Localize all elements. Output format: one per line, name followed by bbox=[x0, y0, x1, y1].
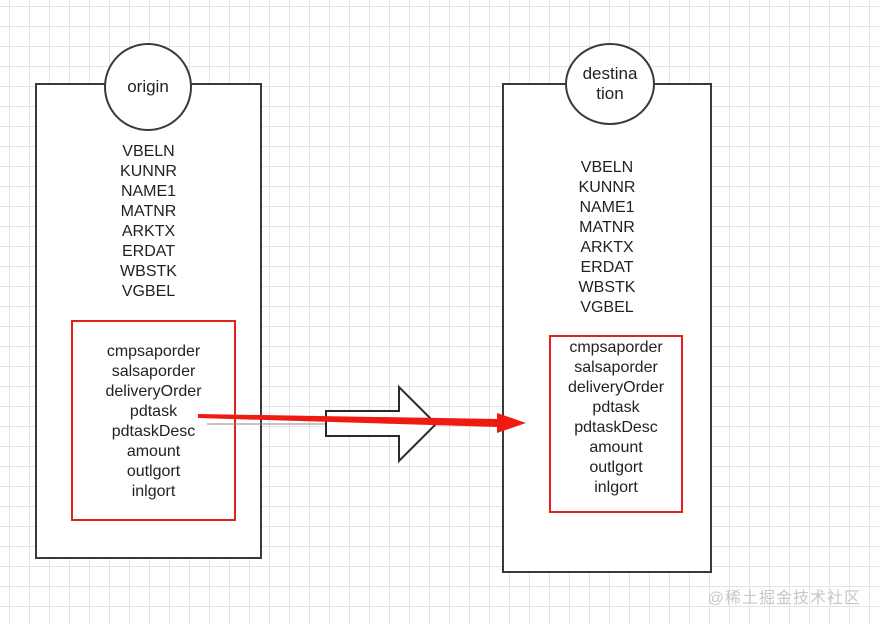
destination-field: WBSTK bbox=[578, 279, 636, 296]
destination-field: KUNNR bbox=[578, 179, 636, 196]
destination-field: ARKTX bbox=[580, 239, 634, 256]
outline-block-arrow bbox=[325, 384, 438, 464]
origin-custom-field: pdtask bbox=[129, 403, 178, 420]
destination-field: VBELN bbox=[580, 159, 634, 176]
destination-label: destina tion bbox=[583, 64, 638, 104]
watermark: @稀土掘金技术社区 bbox=[707, 590, 861, 607]
origin-custom-fields-highlight bbox=[71, 320, 236, 521]
origin-custom-field-list: cmpsaporder salsaporder deliveryOrder pd… bbox=[71, 342, 236, 502]
destination-custom-field: outlgort bbox=[589, 459, 643, 476]
destination-label-line2: tion bbox=[596, 84, 624, 103]
destination-custom-field: amount bbox=[589, 439, 643, 456]
destination-custom-field-list: cmpsaporder salsaporder deliveryOrder pd… bbox=[544, 338, 688, 498]
destination-field: VGBEL bbox=[580, 299, 634, 316]
origin-label-circle: origin bbox=[104, 43, 192, 131]
origin-field: ARKTX bbox=[121, 223, 176, 240]
origin-field: ERDAT bbox=[121, 243, 176, 260]
destination-label-circle: destina tion bbox=[565, 43, 655, 125]
origin-custom-field: amount bbox=[126, 443, 181, 460]
origin-field: KUNNR bbox=[120, 163, 177, 180]
origin-field: MATNR bbox=[120, 203, 177, 220]
destination-custom-fields-highlight bbox=[549, 335, 683, 513]
destination-field: MATNR bbox=[579, 219, 635, 236]
origin-field-list: VBELN KUNNR NAME1 MATNR ARKTX ERDAT WBST… bbox=[35, 142, 262, 302]
red-arrow-head bbox=[497, 413, 526, 433]
origin-custom-field: deliveryOrder bbox=[105, 383, 202, 400]
origin-field: WBSTK bbox=[120, 263, 177, 280]
destination-label-line1: destina bbox=[582, 64, 638, 83]
destination-custom-field: cmpsaporder bbox=[569, 339, 663, 356]
red-arrow-shaft bbox=[198, 414, 498, 427]
origin-custom-field: pdtaskDesc bbox=[111, 423, 196, 440]
origin-field: NAME1 bbox=[120, 183, 177, 200]
origin-custom-field: salsaporder bbox=[111, 363, 196, 380]
origin-field: VBELN bbox=[122, 143, 175, 160]
destination-custom-field: pdtaskDesc bbox=[574, 419, 658, 436]
origin-label: origin bbox=[127, 77, 169, 96]
destination-field: NAME1 bbox=[579, 199, 635, 216]
origin-custom-field: outlgort bbox=[126, 463, 181, 480]
destination-custom-field: salsaporder bbox=[574, 359, 658, 376]
destination-field-list: VBELN KUNNR NAME1 MATNR ARKTX ERDAT WBST… bbox=[502, 158, 712, 318]
origin-custom-field: inlgort bbox=[131, 483, 176, 500]
origin-field: VGBEL bbox=[121, 283, 176, 300]
destination-custom-field: pdtask bbox=[592, 399, 640, 416]
destination-table-box bbox=[502, 83, 712, 573]
destination-custom-field: deliveryOrder bbox=[567, 379, 665, 396]
destination-custom-field: inlgort bbox=[594, 479, 638, 496]
destination-field: ERDAT bbox=[580, 259, 634, 276]
origin-custom-field: cmpsaporder bbox=[106, 343, 201, 360]
